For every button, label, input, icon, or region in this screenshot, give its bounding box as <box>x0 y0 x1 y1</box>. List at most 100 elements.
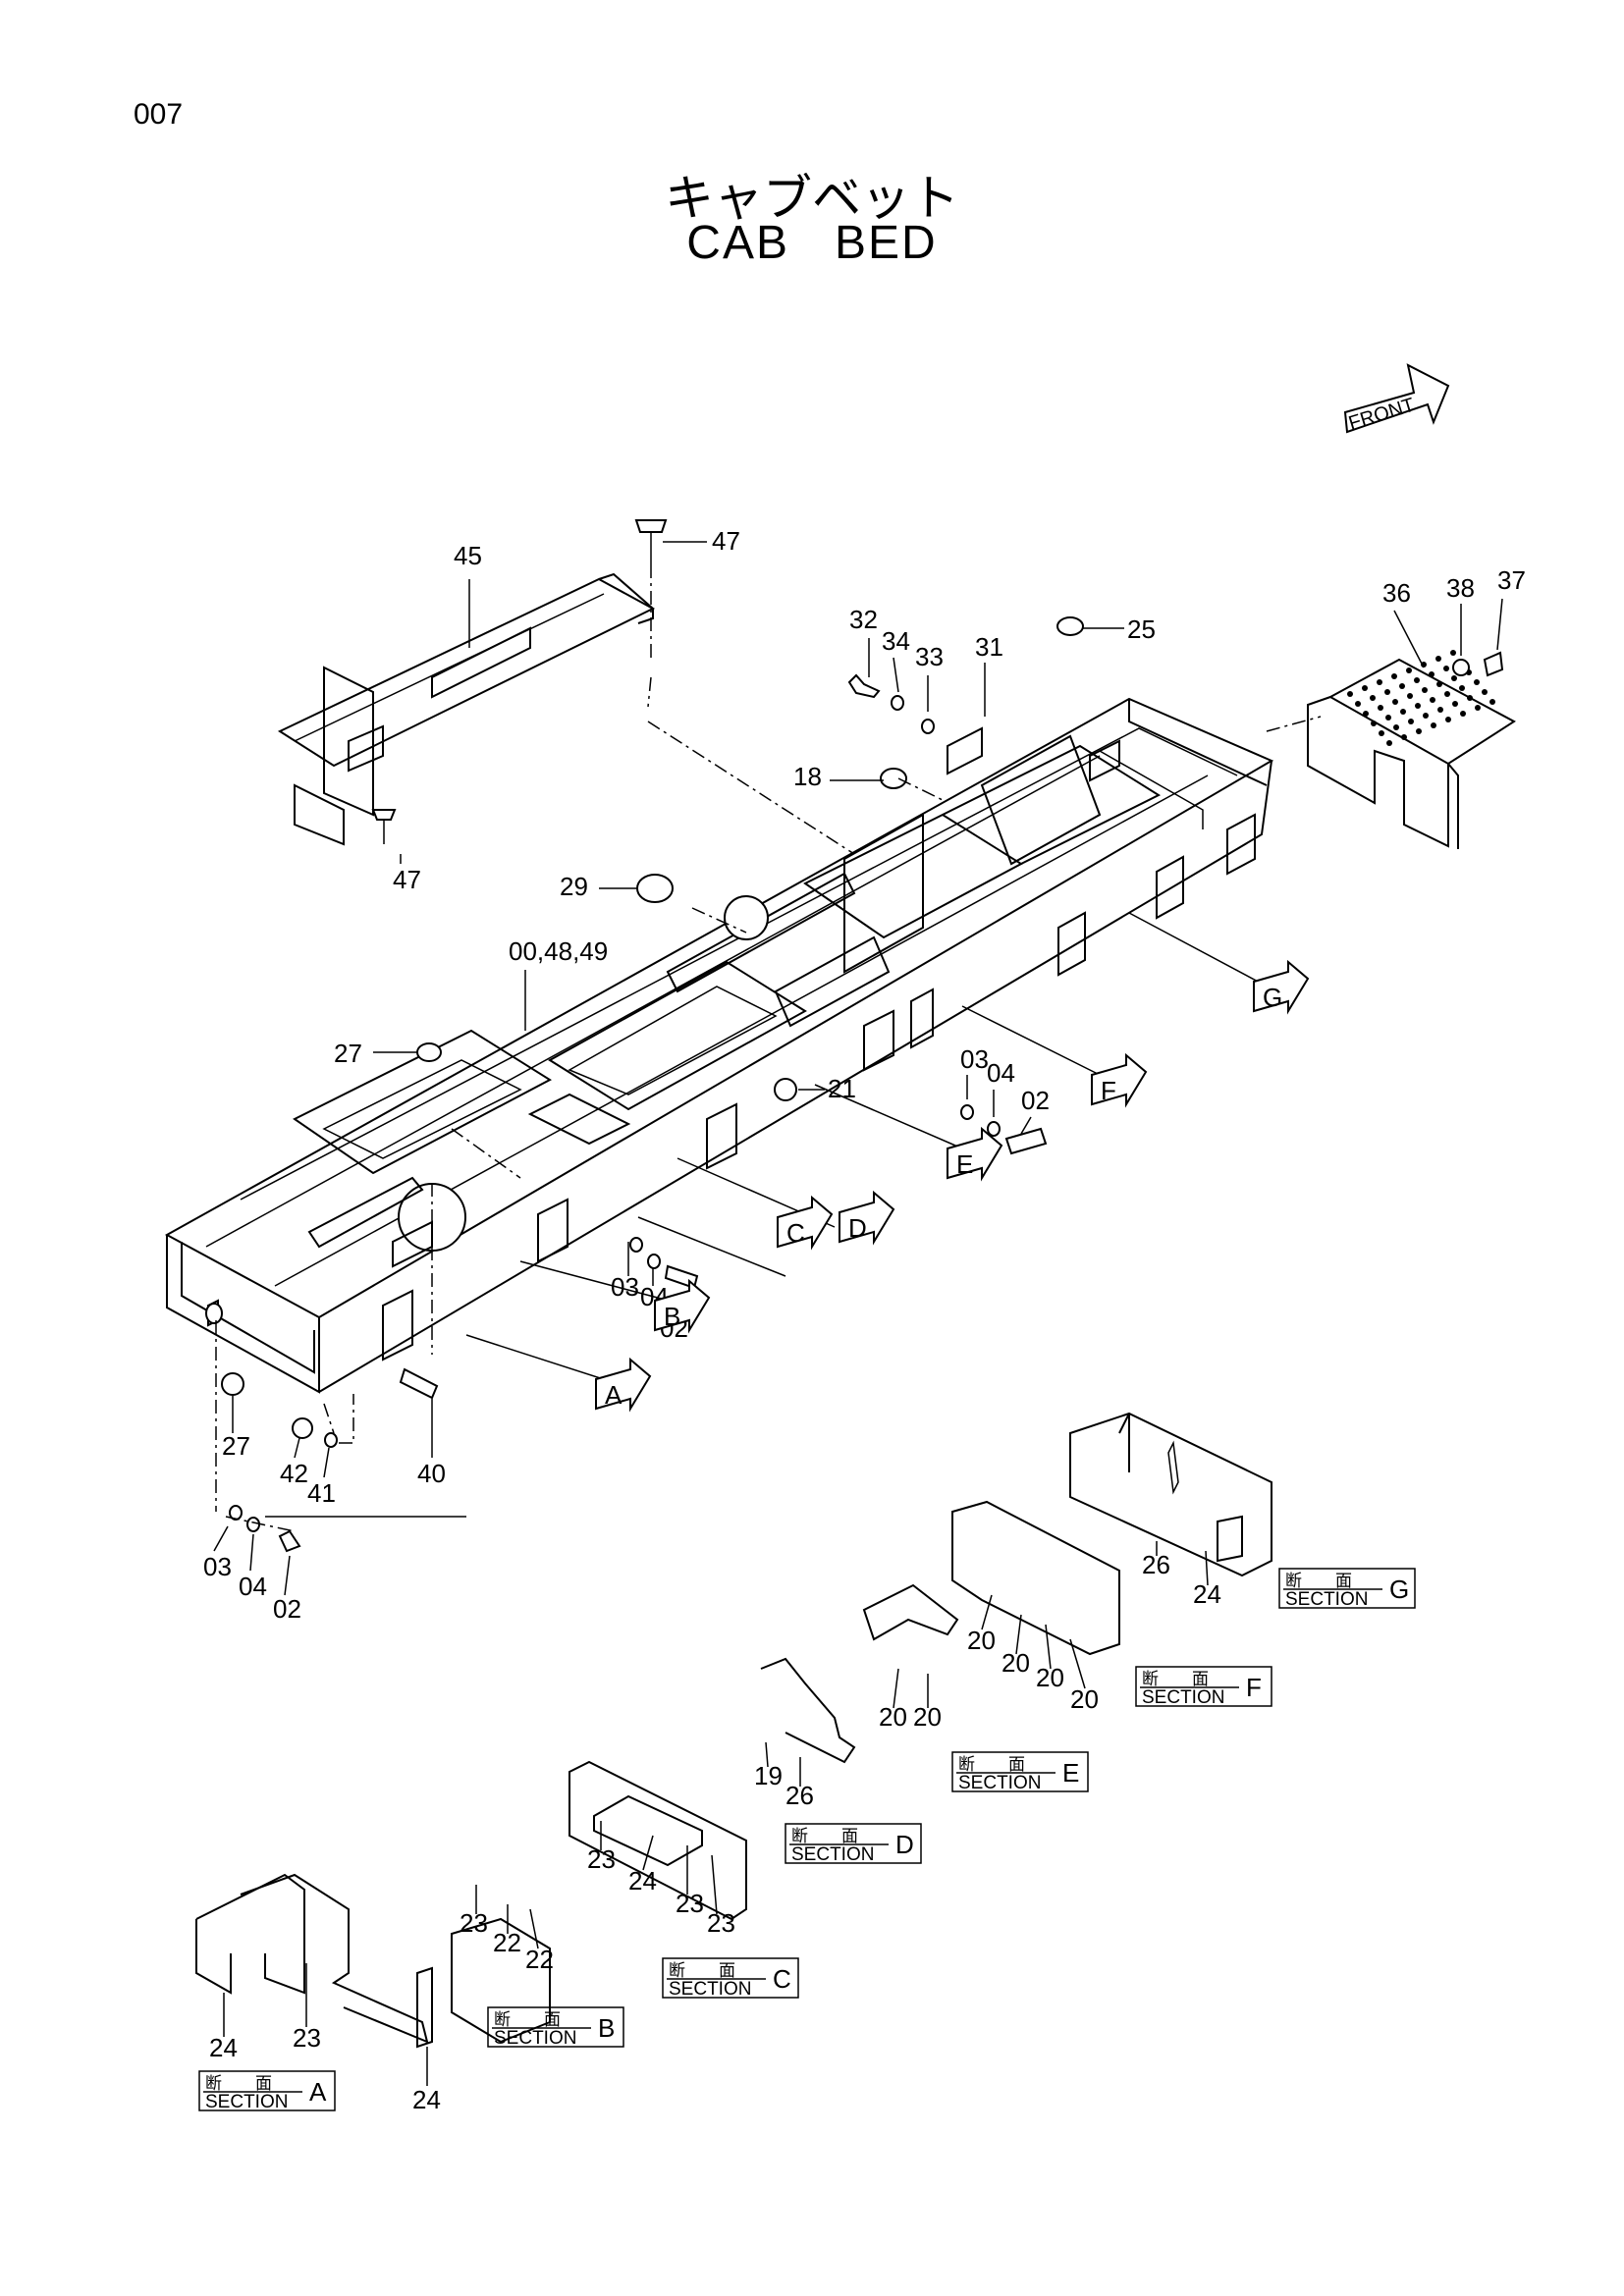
callout-label: 24 <box>209 2033 238 2062</box>
callout-leader <box>213 1525 229 1552</box>
section-jp: 断 面 <box>669 1961 735 1981</box>
callout-label: 20 <box>879 1702 907 1732</box>
view-arrow-f: F <box>1091 1052 1148 1108</box>
section-letter: F <box>1246 1673 1262 1702</box>
title-english: CAB BED <box>686 217 938 269</box>
callout-label: 33 <box>915 642 944 671</box>
view-arrow-letter: B <box>664 1302 680 1331</box>
callout-label: 23 <box>293 2023 321 2053</box>
callout-label: 03 <box>611 1272 639 1302</box>
view-arrow-letter: F <box>1101 1076 1116 1105</box>
section-en: SECTION <box>1285 1589 1368 1610</box>
part-36-step-plate <box>1307 650 1516 849</box>
view-arrow-letter: E <box>956 1149 973 1179</box>
section-letter: D <box>895 1830 914 1859</box>
callout-leader <box>249 1533 254 1572</box>
callout-label: 21 <box>828 1074 856 1103</box>
callout-leader <box>529 1908 539 1949</box>
callout-label: 47 <box>712 526 740 556</box>
view-arrow-d: D <box>839 1190 895 1246</box>
callout-leader <box>323 1447 330 1478</box>
callout-label: 27 <box>334 1039 362 1068</box>
view-arrow-letter: D <box>848 1213 867 1243</box>
section-letter: G <box>1389 1575 1409 1604</box>
section-letter: E <box>1062 1758 1079 1788</box>
callout-label: 04 <box>987 1058 1015 1088</box>
callout-label: 03 <box>960 1044 989 1074</box>
callout-label: 02 <box>1021 1086 1050 1115</box>
callout-label: 24 <box>1193 1579 1221 1609</box>
callout-leader <box>1069 1638 1086 1689</box>
view-arrow-c: C <box>777 1195 834 1251</box>
callout-label: 23 <box>460 1908 488 1938</box>
callout-label: 20 <box>1036 1663 1064 1692</box>
view-arrow-letter: C <box>786 1218 805 1248</box>
front-arrow-label: FRONT <box>1346 395 1417 435</box>
callout-leader <box>1393 610 1425 668</box>
callout-label: 23 <box>676 1889 704 1918</box>
callout-leader <box>284 1555 291 1596</box>
callout-label: 47 <box>393 865 421 894</box>
section-en: SECTION <box>958 1773 1041 1793</box>
section-jp: 断 面 <box>791 1827 858 1846</box>
section-jp: 断 面 <box>1285 1572 1352 1591</box>
front-arrow: FRONT <box>1343 363 1450 435</box>
callout-label: 37 <box>1497 565 1526 595</box>
callout-label: 25 <box>1127 614 1156 644</box>
section-en: SECTION <box>494 2028 576 2049</box>
section-jp: 断 面 <box>958 1755 1025 1775</box>
callout-label: 26 <box>1142 1550 1170 1579</box>
view-arrow-e: E <box>947 1126 1003 1182</box>
callout-label: 41 <box>307 1478 336 1508</box>
callout-label: 04 <box>239 1572 267 1601</box>
callout-leader <box>711 1854 718 1915</box>
callout-label: 26 <box>785 1781 814 1810</box>
callout-label: 22 <box>493 1928 521 1957</box>
callout-label: 20 <box>967 1626 996 1655</box>
callout-leader <box>981 1594 993 1630</box>
callout-label: 18 <box>793 762 822 791</box>
callout-label: 45 <box>454 541 482 570</box>
section-en: SECTION <box>669 1979 751 2000</box>
callout-label: 31 <box>975 632 1003 662</box>
callout-leader <box>1496 598 1503 651</box>
view-arrow-a: A <box>595 1357 652 1413</box>
callout-leader <box>1020 1116 1032 1135</box>
callout-leader <box>893 657 899 693</box>
view-arrows: A B C D E F G <box>595 959 1310 1413</box>
section-letter: C <box>773 1964 791 1994</box>
callout-label: 20 <box>1001 1648 1030 1678</box>
callout-label: 02 <box>273 1594 301 1624</box>
callout-label: 19 <box>754 1761 783 1790</box>
callout-leader <box>294 1437 300 1459</box>
callout-label: 38 <box>1446 573 1475 603</box>
callout-label: 03 <box>203 1552 232 1581</box>
cab-bed-frame <box>164 697 1274 1394</box>
callout-label: 20 <box>913 1702 942 1732</box>
callout-label: 23 <box>587 1844 616 1874</box>
callout-label: 32 <box>849 605 878 634</box>
callout-label: 24 <box>412 2085 441 2114</box>
callout-label: 34 <box>882 626 910 656</box>
callout-leader <box>765 1741 769 1768</box>
section-jp: 断 面 <box>205 2074 272 2094</box>
part-45-bracket <box>277 572 656 846</box>
view-arrow-b: B <box>654 1278 711 1334</box>
callout-label: 29 <box>560 872 588 901</box>
callout-label: 40 <box>417 1459 446 1488</box>
section-details <box>195 1412 1272 2049</box>
view-arrow-letter: A <box>605 1380 623 1410</box>
section-letter: B <box>598 2013 615 2043</box>
callout-label: 27 <box>222 1431 250 1461</box>
section-en: SECTION <box>1142 1687 1224 1708</box>
leader-lines <box>215 564 1322 1532</box>
view-arrow-letter: G <box>1263 983 1282 1012</box>
